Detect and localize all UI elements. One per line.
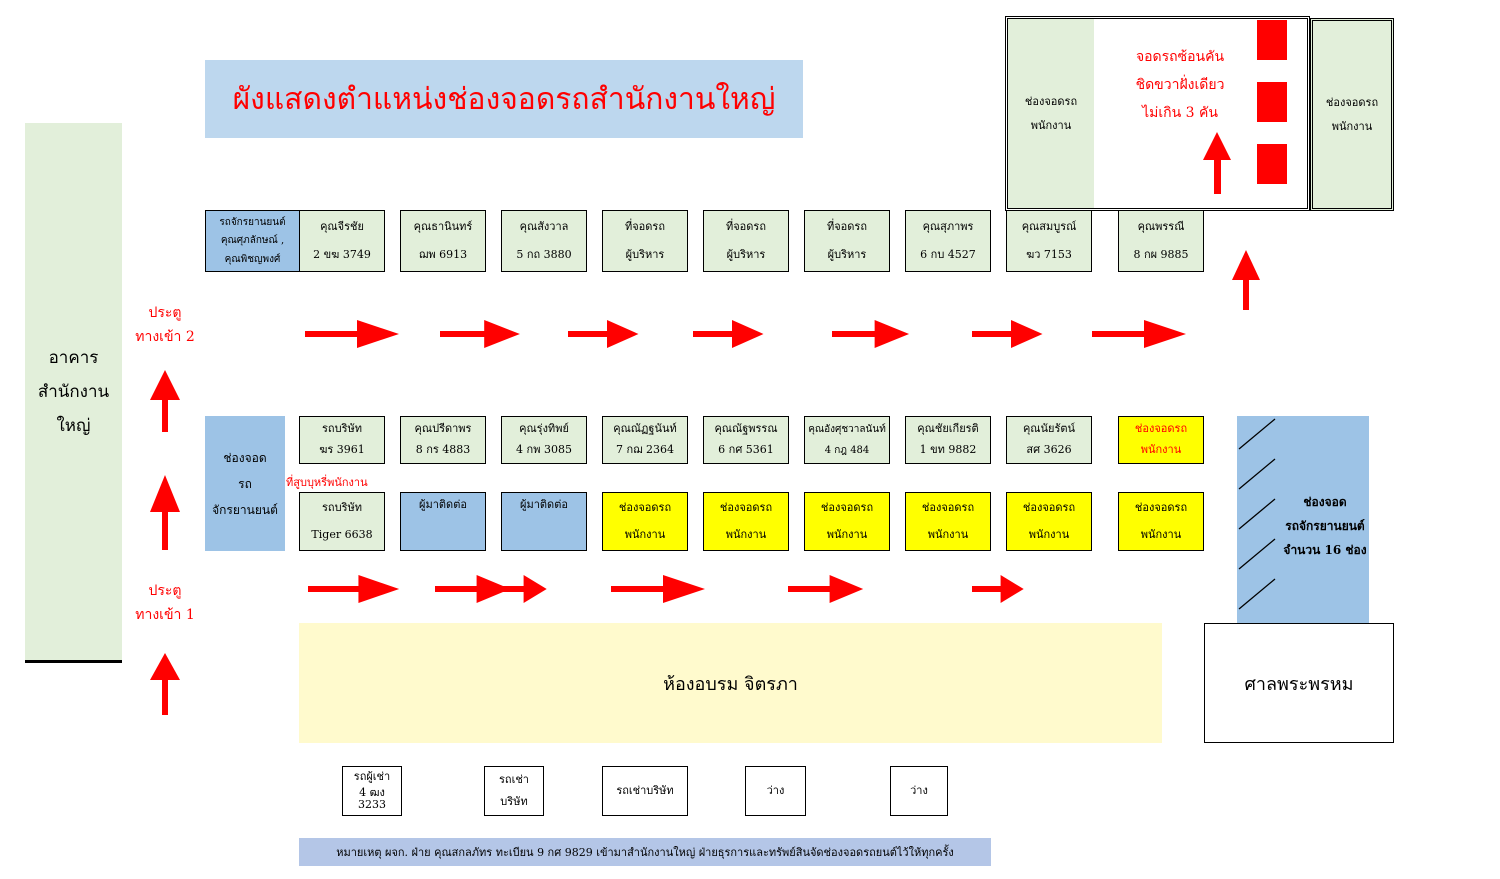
parking-slot-mid1-6: คุณชัยเกียรติ1 ขท 9882 bbox=[905, 416, 991, 464]
parking-slot-mid2-8: ช่องจอดรถพนักงาน bbox=[1118, 492, 1204, 551]
head-office-building: อาคาร สำนักงาน ใหญ่ bbox=[25, 123, 122, 663]
parking-slot-bottom-1: รถเช่าบริษัท bbox=[484, 766, 544, 816]
arrow-right-row1 bbox=[305, 320, 1186, 348]
parking-slot-top-6: ที่จอดรถผู้บริหาร bbox=[804, 210, 890, 272]
building-label-1: อาคาร bbox=[48, 347, 99, 368]
title-banner: ผังแสดงตำแหน่งช่องจอดรถสำนักงานใหญ่ bbox=[205, 60, 803, 138]
smoking-area-label: ที่สูบบุหรี่พนักงาน bbox=[286, 476, 368, 489]
parking-slot-mid2-6: ช่องจอดรถพนักงาน bbox=[905, 492, 991, 551]
stacked-car-marker-1 bbox=[1257, 20, 1287, 60]
arrow-right-row2 bbox=[308, 575, 1024, 603]
staff-parking-right: ช่องจอดรถ พนักงาน bbox=[1310, 18, 1394, 211]
parking-slot-top-4: ที่จอดรถผู้บริหาร bbox=[602, 210, 688, 272]
gate-2-label: ประตู ทางเข้า 2 bbox=[135, 305, 195, 345]
parking-slot-mid2-1: ผู้มาติดต่อ bbox=[400, 492, 486, 551]
moto-right-label-1: ช่องจอด bbox=[1303, 495, 1347, 509]
gate-1-label: ประตู ทางเข้า 1 bbox=[135, 583, 195, 623]
parking-slot-mid2-2: ผู้มาติดต่อ bbox=[501, 492, 587, 551]
parking-slot-top-0: รถจักรยานยนต์ คุณศุภลักษณ์ , คุณพิชญพงศ์ bbox=[205, 210, 300, 272]
building-label-3: ใหญ่ bbox=[56, 415, 91, 436]
stacked-parking-note: จอดรถซ้อนคัน ชิดขวาฝั่งเดียว ไม่เกิน 3 ค… bbox=[1135, 49, 1225, 121]
parking-slot-bottom-4: ว่าง bbox=[890, 766, 948, 816]
parking-slot-mid2-5: ช่องจอดรถพนักงาน bbox=[804, 492, 890, 551]
parking-slot-mid2-3: ช่องจอดรถพนักงาน bbox=[602, 492, 688, 551]
moto-right-label-2: รถจักรยานยนต์ bbox=[1285, 519, 1365, 533]
parking-slot-mid1-7: คุณนัยรัตน์สศ 3626 bbox=[1006, 416, 1092, 464]
parking-slot-mid2-7: ช่องจอดรถพนักงาน bbox=[1006, 492, 1092, 551]
parking-slot-mid1-3: คุณณัฏฐนันท์7 กฌ 2364 bbox=[602, 416, 688, 464]
moto-right-count: จำนวน 16 ช่อง bbox=[1283, 543, 1367, 557]
staff-parking-left: ช่องจอดรถ พนักงาน bbox=[1008, 19, 1094, 208]
parking-slot-mid1-2: คุณรุ่งทิพย์4 กพ 3085 bbox=[501, 416, 587, 464]
stacked-car-marker-3 bbox=[1257, 144, 1287, 184]
parking-slot-bottom-3: ว่าง bbox=[745, 766, 806, 816]
arrow-up-entrance bbox=[150, 370, 180, 715]
hatch-pattern bbox=[1238, 418, 1276, 610]
motorcycle-parking-right: ช่องจอด รถจักรยานยนต์ จำนวน 16 ช่อง bbox=[1237, 416, 1369, 623]
page-title: ผังแสดงตำแหน่งช่องจอดรถสำนักงานใหญ่ bbox=[232, 81, 776, 117]
parking-slot-mid2-4: ช่องจอดรถพนักงาน bbox=[703, 492, 789, 551]
parking-slot-top-2: คุณธานินทร์ฌพ 6913 bbox=[400, 210, 486, 272]
building-label-2: สำนักงาน bbox=[37, 381, 110, 402]
stacked-car-marker-2 bbox=[1257, 82, 1287, 122]
parking-slot-mid1-0: รถบริษัทฆร 3961 bbox=[299, 416, 385, 464]
brahma-shrine: ศาลพระพรหม bbox=[1204, 623, 1394, 743]
remark-note: หมายเหตุ ผจก. ฝ่าย คุณสกลภัทร ทะเบียน 9 … bbox=[299, 838, 991, 866]
parking-slot-top-8: คุณสมบูรณ์ฆว 7153 bbox=[1006, 210, 1092, 272]
motorcycle-parking-left: ช่องจอด รถจักรยานยนต์ bbox=[205, 416, 285, 551]
training-room: ห้องอบรม จิตรภา bbox=[299, 623, 1162, 743]
parking-slot-top-9: คุณพรรณี8 กผ 9885 bbox=[1118, 210, 1204, 272]
parking-slot-top-5: ที่จอดรถผู้บริหาร bbox=[703, 210, 789, 272]
parking-slot-mid1-8: ช่องจอดรถพนักงาน bbox=[1118, 416, 1204, 464]
parking-slot-mid1-5: คุณอังศุชวาลนันท์4 กฎ 484 bbox=[804, 416, 890, 464]
parking-slot-bottom-2: รถเช่าบริษัท bbox=[602, 766, 688, 816]
